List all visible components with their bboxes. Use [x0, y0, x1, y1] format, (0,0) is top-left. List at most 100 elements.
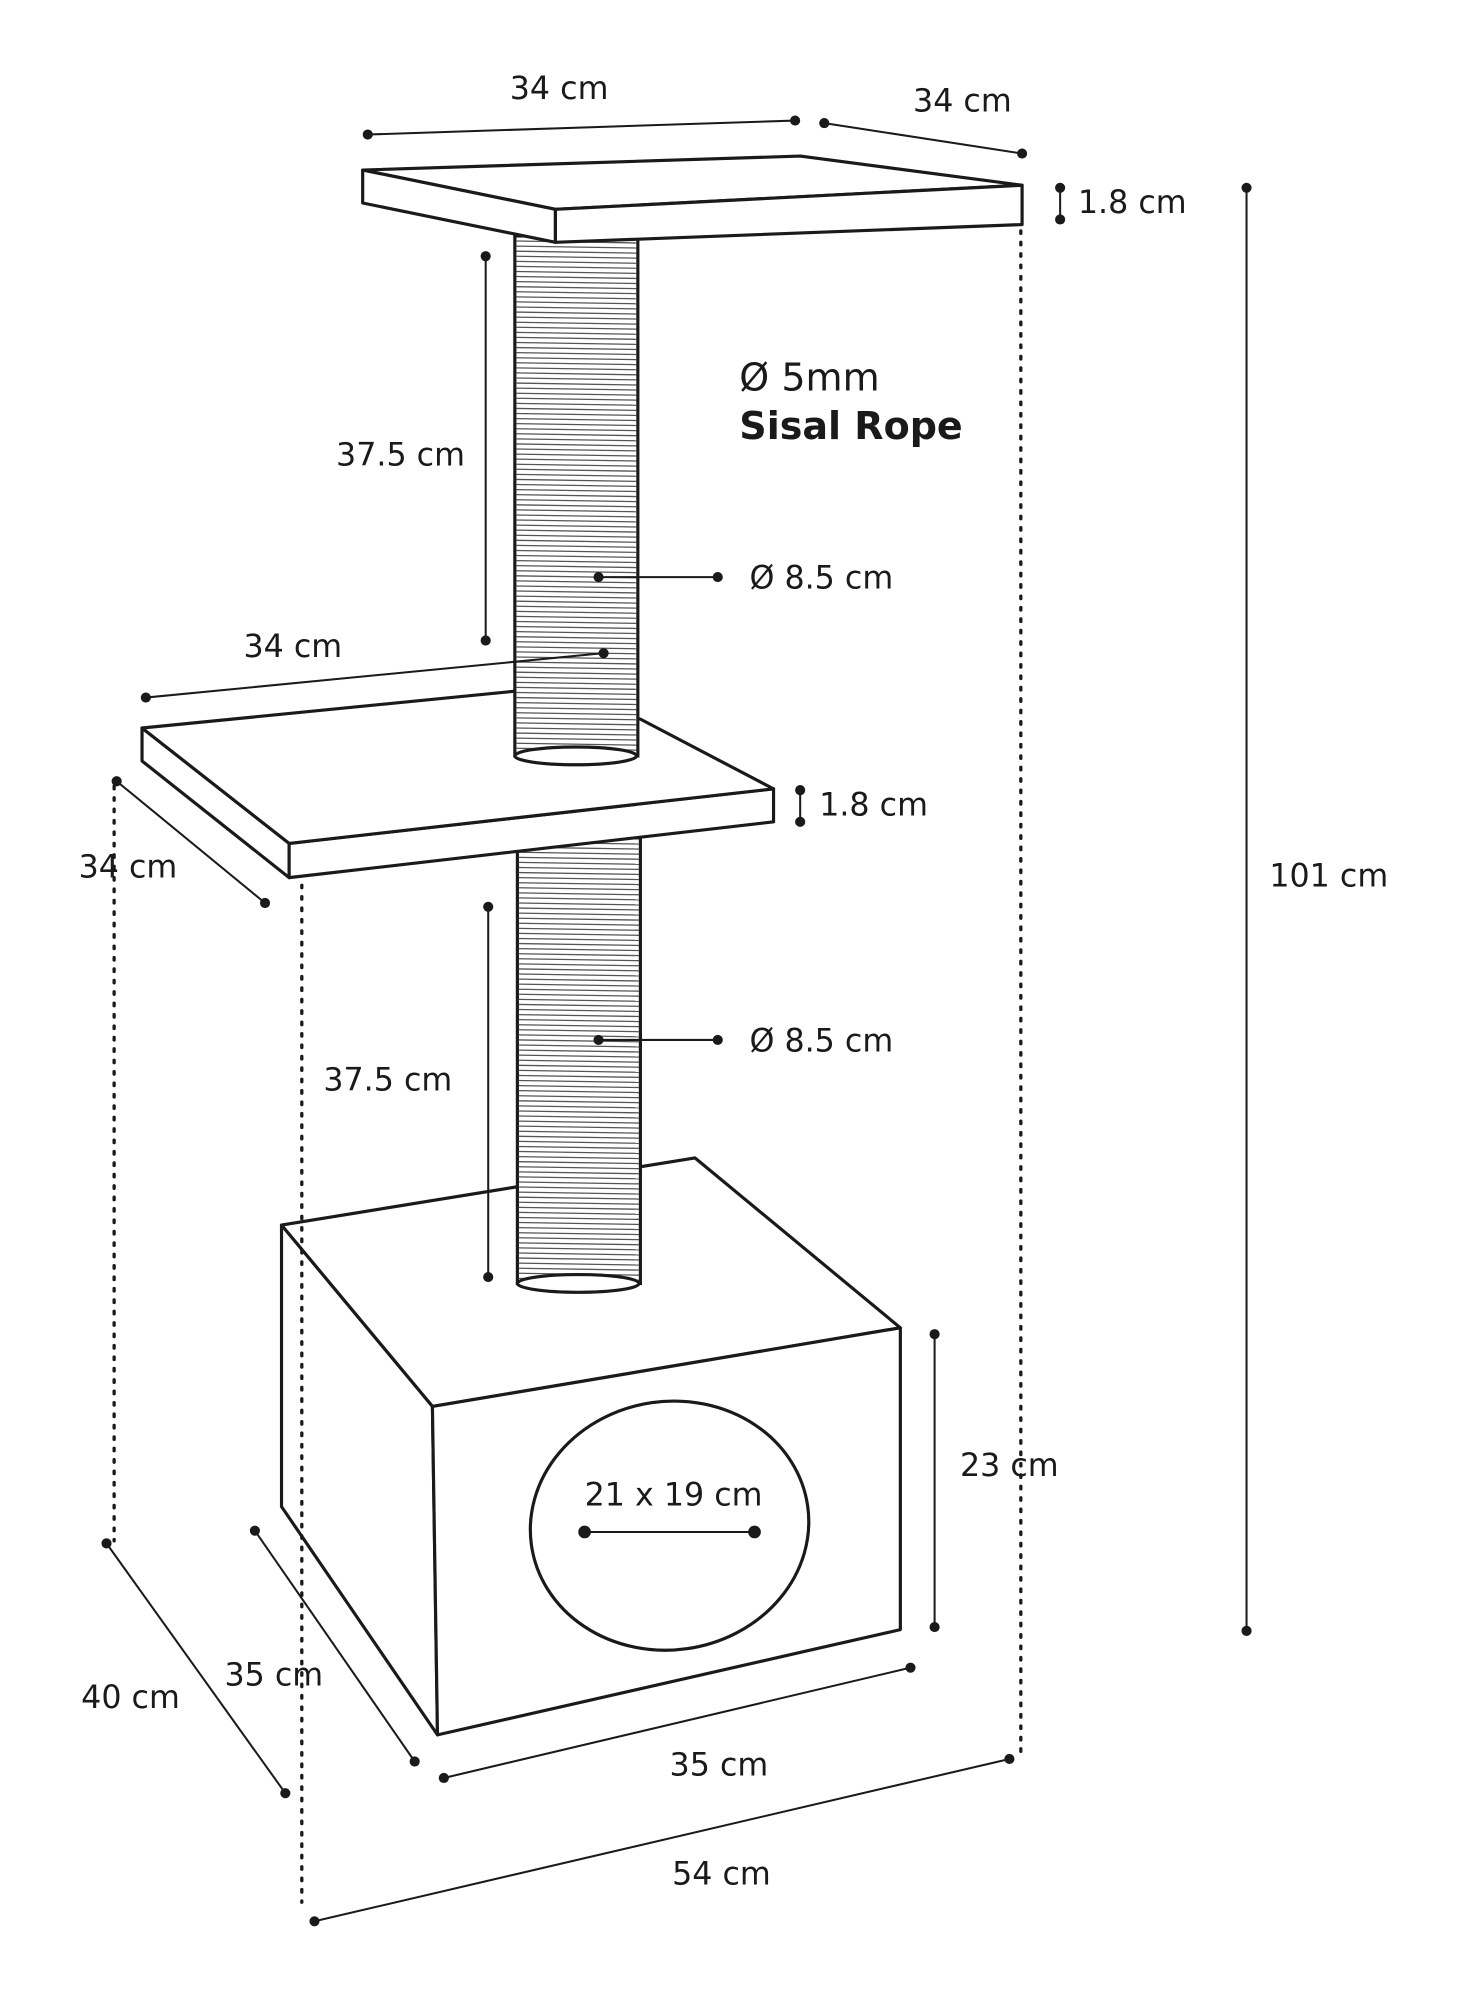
rope-stripe [516, 473, 637, 477]
rope-stripe [516, 453, 637, 457]
dimension-endpoint [1055, 214, 1066, 225]
upper-post-height-label: 37.5 cm [336, 437, 465, 473]
dimension-endpoint [249, 1525, 260, 1536]
base-box [279, 1156, 902, 1737]
rope-stripe [516, 570, 637, 574]
rope-stripe [518, 948, 640, 952]
rope-stripe [518, 871, 640, 876]
rope-stripe [516, 610, 637, 614]
rope-stripe [516, 595, 637, 599]
rope-stripe [518, 1176, 640, 1180]
rope-stripe [516, 585, 637, 589]
rope-stripe [518, 1166, 640, 1170]
dimension-endpoint [101, 1538, 112, 1549]
upper-post-diameter-label: Ø 8.5 cm [749, 561, 893, 597]
dimension-endpoint [929, 1622, 940, 1633]
rope-stripe [518, 861, 640, 865]
rope-stripe [518, 1120, 640, 1124]
rope-stripe [516, 463, 637, 467]
dimension-endpoint [483, 901, 494, 912]
rope-stripe [518, 902, 640, 906]
dimension-endpoint [362, 129, 373, 140]
box-depth-label: 35 cm [224, 1657, 323, 1693]
total-width-label: 54 cm [672, 1857, 771, 1893]
rope-stripe [518, 1074, 640, 1078]
rope-stripe [516, 428, 637, 432]
rope-stripe [518, 892, 640, 896]
rope-stripe [518, 1232, 640, 1236]
rope-stripe [516, 559, 637, 564]
rope-stripe [516, 250, 637, 254]
rope-stripe [518, 1130, 640, 1134]
rope-stripe [518, 1252, 640, 1256]
rope-stripe [518, 1262, 640, 1266]
rope-stripe [518, 907, 640, 911]
rope-stripe [518, 1155, 640, 1160]
rope-stripe [516, 270, 637, 275]
rope-stripe [518, 1186, 640, 1190]
dimension-endpoint [309, 1916, 320, 1927]
rope-stripe [518, 1029, 640, 1033]
dimension-endpoint [593, 1034, 604, 1046]
top-shelf [361, 154, 1024, 244]
dimension-endpoint [819, 118, 830, 129]
rope-stripe [516, 712, 637, 716]
rope-stripe [518, 1171, 640, 1175]
rope-stripe [518, 866, 640, 871]
rope-stripe [516, 534, 637, 538]
rope-stripe [516, 554, 637, 559]
dimension-endpoint [111, 776, 122, 787]
rope-stripe [516, 661, 637, 665]
rope-stripe [518, 1221, 640, 1226]
rope-stripe [518, 1003, 640, 1007]
rope-stripe [518, 1095, 640, 1099]
rope-stripe [516, 331, 637, 335]
rope-stripe [516, 701, 637, 706]
rope-stripe [518, 1034, 640, 1038]
middle-shelf-width-label: 34 cm [243, 629, 342, 665]
rope-stripe [516, 382, 637, 386]
middle-shelf-depth-label: 34 cm [79, 850, 178, 886]
rope-stripe [518, 1013, 640, 1018]
rope-stripe [518, 998, 640, 1002]
rope-stripe [516, 407, 637, 411]
rope-stripe [516, 509, 637, 513]
rope-stripe [516, 417, 637, 422]
rope-stripe [518, 1039, 640, 1043]
dimension-endpoint [593, 572, 604, 583]
rope-stripe [516, 671, 637, 675]
rope-stripe [516, 605, 637, 609]
rope-stripe [518, 932, 640, 936]
rope-stripe [518, 1135, 640, 1139]
rope-stripe [516, 641, 637, 645]
rope-stripe [516, 296, 637, 300]
rope-stripe [516, 707, 637, 711]
rope-stripe [516, 402, 637, 406]
rope-stripe [518, 963, 640, 967]
rope-stripe [516, 438, 637, 442]
rope-stripe [518, 993, 640, 997]
rope-stripe [518, 922, 640, 926]
rope-stripe [516, 499, 637, 503]
rope-stripe [518, 912, 640, 916]
dimension-lines [101, 115, 1252, 1927]
rope-stripe [518, 1211, 640, 1215]
upper-sisal-post [513, 234, 640, 767]
rope-stripe [516, 316, 637, 320]
rope-stripe [518, 1019, 640, 1023]
rope-stripe [516, 681, 637, 685]
rope-stripe [516, 346, 637, 351]
dimension-endpoint [795, 785, 806, 796]
dimension-endpoint [712, 572, 723, 583]
rope-stripe [516, 691, 637, 696]
rope-stripe [516, 433, 637, 437]
rope-stripe [518, 1115, 640, 1119]
rope-stripe [516, 478, 637, 482]
dimension-endpoint [905, 1662, 916, 1673]
opening-size-label: 21 x 19 cm [585, 1477, 763, 1513]
rope-stripe [516, 737, 637, 741]
dimension-endpoint [748, 1525, 761, 1539]
rope-stripe [516, 291, 637, 295]
rope-stripe [518, 1226, 640, 1231]
